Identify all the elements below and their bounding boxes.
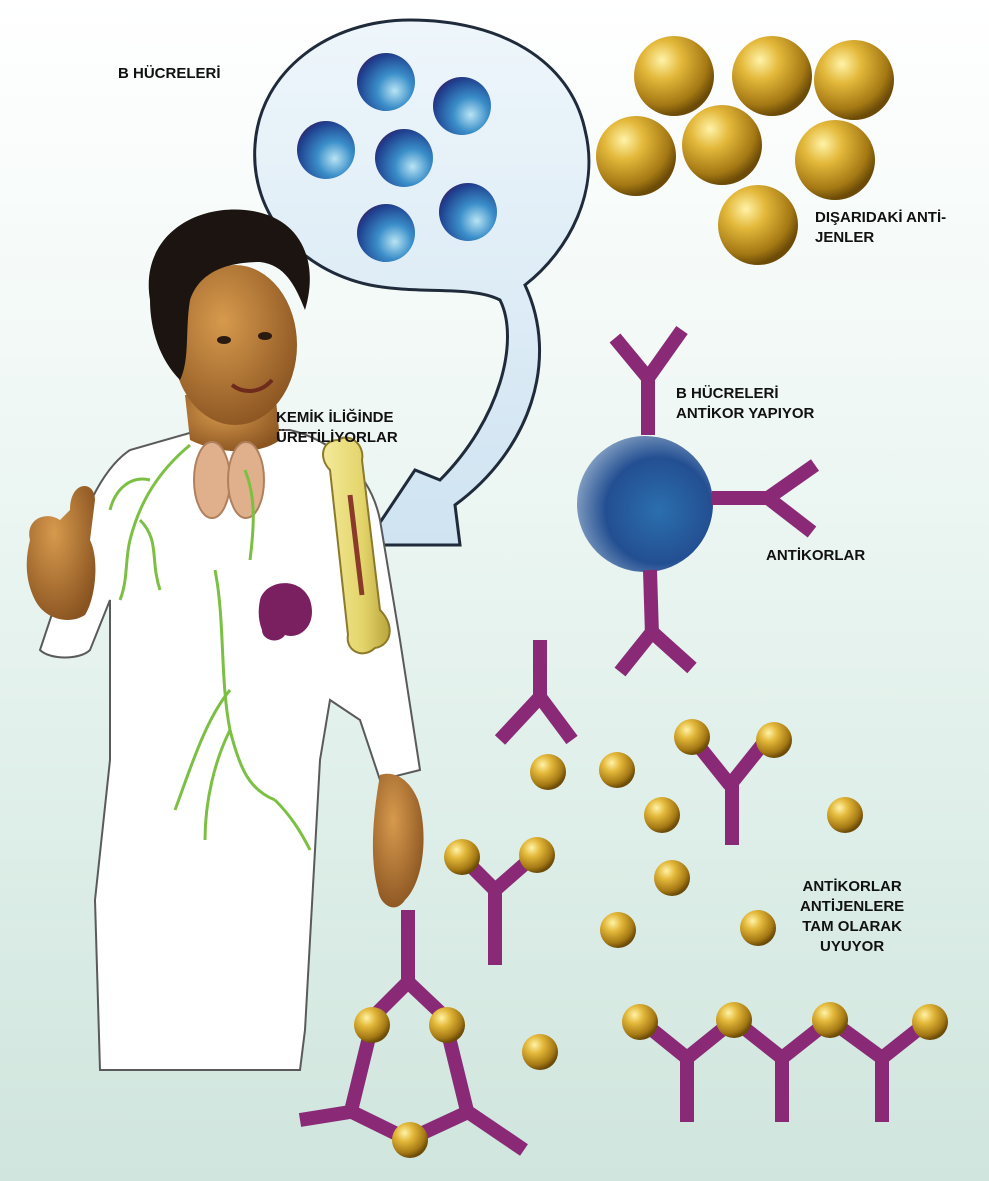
antigen-small — [827, 797, 863, 833]
b-cell — [439, 183, 497, 241]
antigen-sphere — [718, 185, 798, 265]
antigen-small — [444, 839, 480, 875]
antigen-small — [599, 752, 635, 788]
label-b-cells-make-line1: B HÜCRELERİ — [676, 384, 814, 404]
b-cell — [357, 53, 415, 111]
antigen-small — [522, 1034, 558, 1070]
label-b-cells-make-antibody: B HÜCRELERİ ANTİKOR YAPIYOR — [676, 384, 814, 424]
antigen-sphere — [732, 36, 812, 116]
antibody — [830, 1020, 930, 1122]
antibody — [372, 910, 446, 1018]
label-fit-line2: ANTİJENLERE — [800, 897, 904, 917]
label-fit-line1: ANTİKORLAR — [800, 877, 904, 897]
right-hand — [373, 774, 424, 908]
antibody — [640, 1020, 734, 1122]
activated-b-cell — [577, 436, 713, 572]
antigen-small — [600, 912, 636, 948]
antigen-small — [912, 1004, 948, 1040]
label-foreign-antigens-line2: JENLER — [815, 228, 946, 248]
label-fit-line4: UYUYOR — [800, 937, 904, 957]
antigen-small — [654, 860, 690, 896]
antibody — [615, 330, 682, 435]
antibody — [300, 1025, 405, 1138]
eye — [258, 332, 272, 340]
label-antibodies-fit: ANTİKORLAR ANTİJENLERE TAM OLARAK UYUYOR — [800, 877, 904, 957]
label-bone-marrow-line2: ÜRETİLİYORLAR — [276, 428, 398, 448]
antigen-small — [622, 1004, 658, 1040]
label-bone-marrow-line1: KEMİK İLİĞİNDE — [276, 408, 398, 428]
antibody — [620, 570, 692, 672]
eye — [217, 336, 231, 344]
b-cell — [433, 77, 491, 135]
human-figure — [27, 210, 424, 1070]
antigen-small — [392, 1122, 428, 1158]
antigen-sphere — [634, 36, 714, 116]
antigen-small — [354, 1007, 390, 1043]
antibody — [500, 640, 572, 740]
label-b-cells-text: B HÜCRELERİ — [118, 64, 221, 84]
thumbs-up-hand — [27, 486, 96, 620]
antigen-sphere — [795, 120, 875, 200]
antigen-small — [674, 719, 710, 755]
label-b-cells: B HÜCRELERİ — [118, 64, 221, 84]
antigen-small — [519, 837, 555, 873]
b-cell — [297, 121, 355, 179]
label-antibodies-text: ANTİKORLAR — [766, 546, 865, 566]
antibody — [734, 1020, 830, 1122]
label-fit-line3: TAM OLARAK — [800, 917, 904, 937]
antigen-sphere — [814, 40, 894, 120]
antigen-small — [756, 722, 792, 758]
antibody — [412, 1025, 524, 1150]
antigen-sphere — [596, 116, 676, 196]
antigen-sphere — [682, 105, 762, 185]
b-cell — [375, 129, 433, 187]
label-foreign-antigens: DIŞARIDAKİ ANTİ- JENLER — [815, 208, 946, 248]
antigen-small — [812, 1002, 848, 1038]
label-bone-marrow: KEMİK İLİĞİNDE ÜRETİLİYORLAR — [276, 408, 398, 448]
antigen-small — [716, 1002, 752, 1038]
antigen-small — [429, 1007, 465, 1043]
b-cell — [357, 204, 415, 262]
label-foreign-antigens-line1: DIŞARIDAKİ ANTİ- — [815, 208, 946, 228]
antibody — [712, 465, 815, 532]
b-cell-large — [577, 436, 713, 572]
antigen-small — [530, 754, 566, 790]
label-b-cells-make-line2: ANTİKOR YAPIYOR — [676, 404, 814, 424]
antigen-small — [644, 797, 680, 833]
antigen-small — [740, 910, 776, 946]
label-antibodies: ANTİKORLAR — [766, 546, 865, 566]
